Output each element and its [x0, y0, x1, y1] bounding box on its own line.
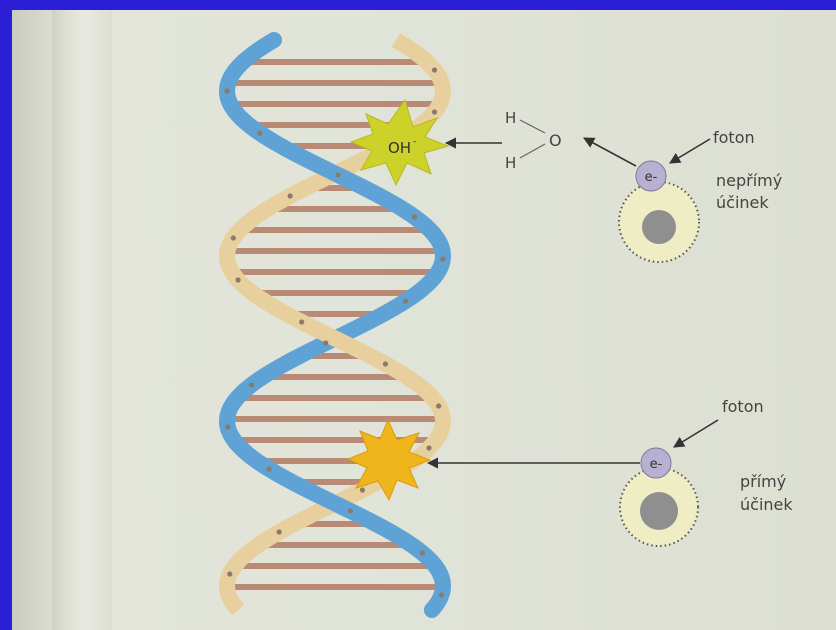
phosphate-bead [383, 361, 388, 366]
direct-effect-line1: přímý [740, 472, 786, 491]
atom-nucleus-bottom [640, 492, 678, 530]
phosphate-bead [231, 235, 236, 240]
phosphate-bead [236, 277, 241, 282]
phosphate-bead [267, 466, 272, 471]
diagram-canvas: OH - H H O e- [12, 10, 836, 630]
paper-background: OH - H H O e- [12, 10, 836, 630]
phosphate-bead [277, 529, 282, 534]
phosphate-bead [440, 256, 445, 261]
phosphate-bead [227, 571, 232, 576]
phosphate-bead [432, 67, 437, 72]
phosphate-bead [432, 109, 437, 114]
water-hydrogen-top: H [505, 109, 516, 127]
phosphate-bead [249, 382, 254, 387]
phosphate-bead [360, 487, 365, 492]
phosphate-bead [323, 340, 328, 345]
phosphate-bead [225, 424, 230, 429]
water-oxygen: O [549, 131, 562, 150]
phosphate-bead [224, 88, 229, 93]
indirect-effect-line1: nepřímý [716, 171, 782, 190]
atom-indirect: e- [619, 161, 699, 262]
atom-nucleus-top [642, 210, 676, 244]
phosphate-bead [348, 508, 353, 513]
phosphate-bead [420, 550, 425, 555]
phosphate-bead [439, 592, 444, 597]
direct-effect-line2: účinek [740, 495, 793, 514]
photon-label-top: foton [713, 128, 755, 147]
photon-label-bottom: foton [722, 397, 764, 416]
oh-label: OH [388, 139, 411, 157]
arrow-photon-top [670, 139, 710, 163]
oh-charge: - [413, 137, 416, 147]
phosphate-bead [426, 445, 431, 450]
arrow-photon-bottom [674, 420, 718, 447]
arrow-electron-to-water [584, 138, 636, 166]
water-hydrogen-bottom: H [505, 154, 516, 172]
electron-top-label: e- [645, 170, 658, 185]
water-molecule: H H O [505, 109, 562, 172]
phosphate-bead [436, 403, 441, 408]
phosphate-bead [336, 172, 341, 177]
phosphate-bead [412, 214, 417, 219]
indirect-effect-line2: účinek [716, 193, 769, 212]
water-bond-top [520, 120, 545, 133]
water-bond-bottom [520, 144, 545, 158]
phosphate-bead [403, 298, 408, 303]
phosphate-bead [299, 319, 304, 324]
phosphate-bead [257, 130, 262, 135]
electron-bottom-label: e- [650, 457, 663, 472]
phosphate-bead [288, 193, 293, 198]
